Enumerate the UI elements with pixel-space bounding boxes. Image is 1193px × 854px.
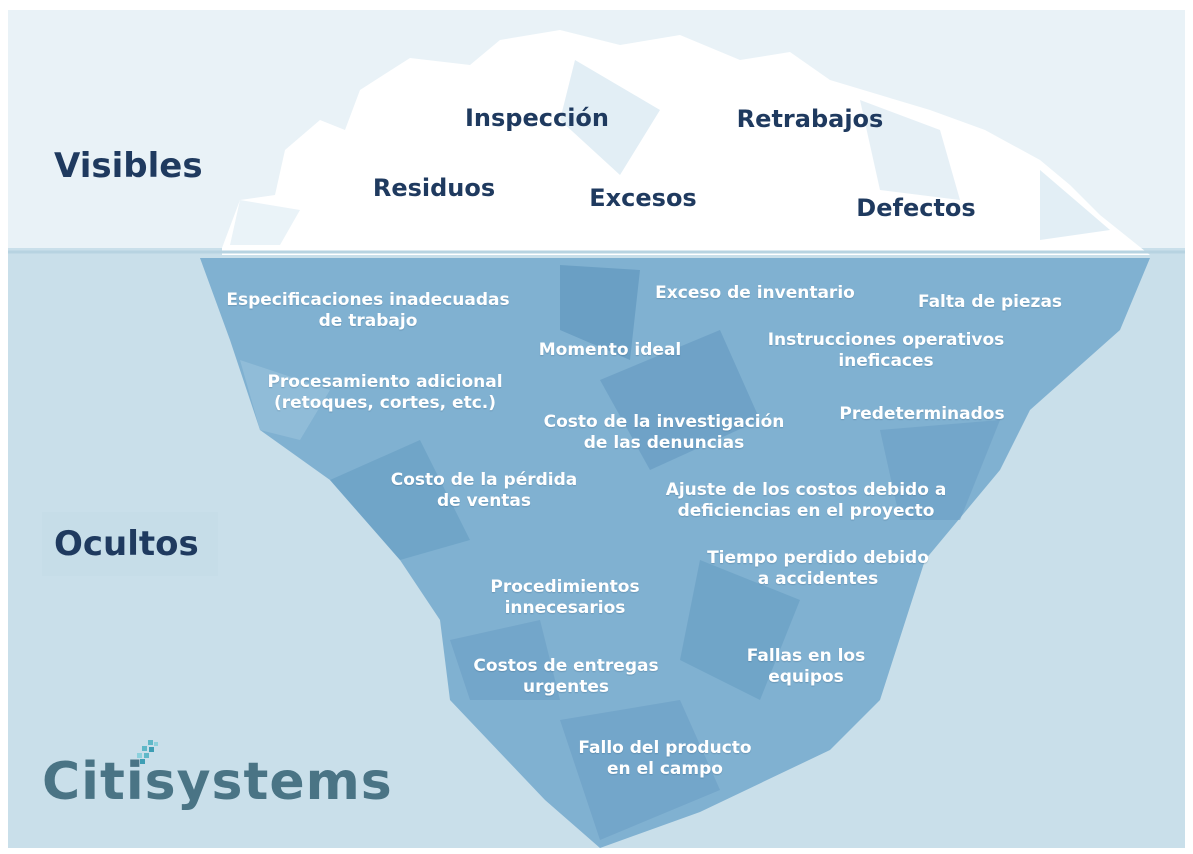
hidden-item: Procedimientos innecesarios — [490, 577, 640, 618]
iceberg-underwater — [200, 258, 1150, 848]
hidden-item: Costo de la pérdida de ventas — [390, 470, 578, 511]
iceberg-facet — [600, 330, 760, 470]
iceberg-facet — [240, 360, 330, 440]
hidden-item: Exceso de inventario — [655, 283, 855, 303]
iceberg-tip-shadow — [1040, 170, 1110, 240]
visible-item: Inspección — [464, 104, 610, 132]
hidden-item: Procesamiento adicional (retoques, corte… — [267, 372, 503, 413]
hidden-section-label-box — [42, 512, 218, 576]
hidden-item: Costos de entregas urgentes — [473, 656, 659, 697]
iceberg-facet — [330, 440, 470, 560]
iceberg-facet — [560, 700, 720, 840]
iceberg-tip-shadow — [860, 100, 960, 200]
hidden-item: Costo de la investigación de las denunci… — [543, 412, 785, 453]
visible-item: Retrabajos — [736, 105, 884, 133]
iceberg-facet — [680, 560, 800, 700]
hidden-item: Predeterminados — [839, 404, 1005, 424]
hidden-section-label: Ocultos — [54, 524, 199, 564]
iceberg-facet — [880, 420, 1000, 520]
iceberg-tip-shadow — [230, 200, 300, 245]
hidden-item: Falta de piezas — [917, 292, 1063, 312]
visible-item: Defectos — [856, 194, 976, 222]
hidden-item: Momento ideal — [538, 340, 682, 360]
hidden-item: Fallo del producto en el campo — [578, 738, 752, 779]
hidden-item: Ajuste de los costos debido a deficienci… — [665, 480, 947, 521]
visible-item: Excesos — [589, 184, 697, 212]
iceberg-facet — [450, 620, 560, 700]
hidden-item: Tiempo perdido debido a accidentes — [707, 548, 929, 589]
logo-dots-icon — [137, 740, 158, 764]
hidden-item: Instrucciones operativos ineficaces — [767, 330, 1005, 371]
iceberg-facet — [560, 265, 640, 360]
iceberg-tip-shadow — [560, 60, 660, 175]
hidden-item: Fallas en los equipos — [746, 646, 866, 687]
iceberg-tip — [222, 30, 1150, 255]
brand-logo: Citisystems — [42, 752, 393, 812]
hidden-item: Especificaciones inadecuadas de trabajo — [226, 290, 510, 331]
visible-section-label: Visibles — [54, 146, 203, 186]
visible-item: Residuos — [372, 174, 496, 202]
